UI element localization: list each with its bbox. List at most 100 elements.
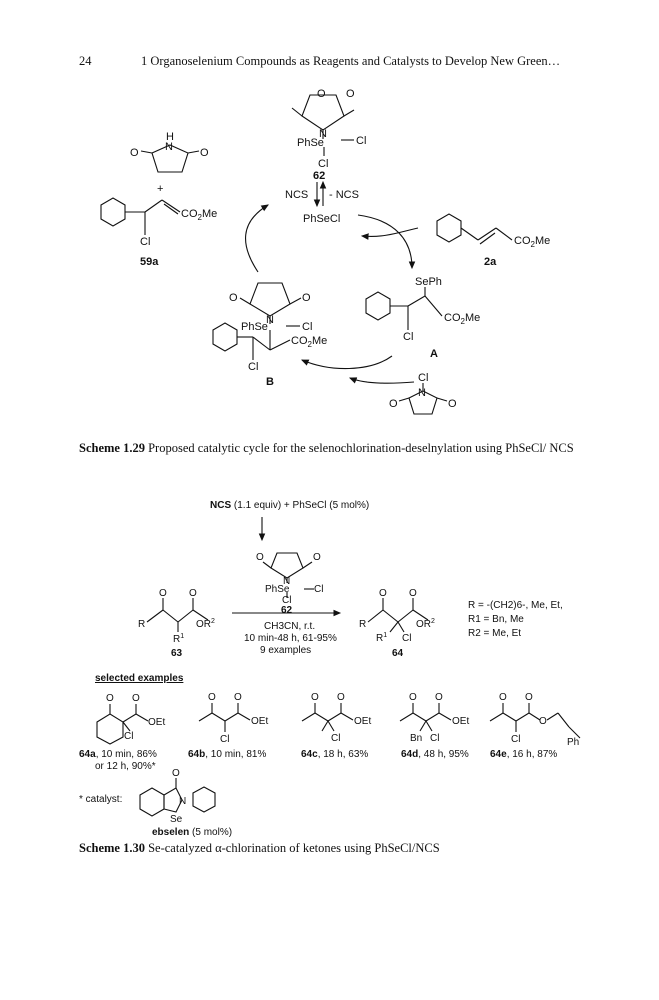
label-cl: Cl <box>430 733 439 744</box>
compound-62 <box>291 94 355 156</box>
atom-n: N <box>165 141 173 153</box>
atom-se: Se <box>170 814 183 825</box>
atom-o: O <box>499 692 507 703</box>
selected-examples-heading: selected examples <box>95 673 184 684</box>
atom-o: O <box>313 552 321 563</box>
intermediate-A <box>365 287 443 330</box>
label-cl: Cl <box>403 331 413 343</box>
label-OR2: OR2 <box>416 618 435 630</box>
label-phse: PhSe <box>241 321 268 333</box>
atom-o: O <box>234 692 242 703</box>
label-plus: + <box>157 183 163 195</box>
scheme-1-30-caption: Scheme 1.30 Se-catalyzed α-chlorination … <box>79 840 584 856</box>
compound-2a <box>436 213 513 245</box>
scheme-1-29-labels: O O N PhSe Cl Cl 62 NCS - NCS PhSeCl H N… <box>130 88 550 410</box>
example-64a-extra: or 12 h, 90%* <box>95 761 156 772</box>
atom-o: O <box>525 692 533 703</box>
atom-n: N <box>319 128 327 140</box>
label-phsecl: PhSeCl <box>303 213 340 225</box>
caption-label: Scheme 1.29 <box>79 441 145 455</box>
label-cl: Cl <box>282 595 291 606</box>
label-cl: Cl <box>302 321 312 333</box>
r-def-1: R = -(CH2)6-, Me, Et, <box>468 600 563 611</box>
label-ncs-left: NCS <box>285 189 308 201</box>
label-co2me: CO2Me <box>291 335 327 349</box>
atom-n: N <box>283 576 290 587</box>
example-64e: 64e, 16 h, 87% <box>490 749 557 760</box>
caption-text: Proposed catalytic cycle for the selenoc… <box>148 441 574 455</box>
label-OR2: OR2 <box>196 618 215 630</box>
label-cl: Cl <box>402 633 411 644</box>
label-ph: Ph <box>567 737 579 748</box>
atom-o: O <box>130 147 139 159</box>
label-co2me: CO2Me <box>514 235 550 249</box>
label-cl: Cl <box>331 733 340 744</box>
caption-text: Se-catalyzed α-chlorination of ketones u… <box>148 841 440 855</box>
atom-o: O <box>106 693 114 704</box>
label-phse: PhSe <box>297 137 324 149</box>
intermediate-B <box>212 282 302 360</box>
label-2a: 2a <box>484 256 497 268</box>
scheme-1-30 <box>96 517 581 817</box>
example-64d: 64d, 48 h, 95% <box>401 749 469 760</box>
atom-o: O <box>311 692 319 703</box>
label-bn: Bn <box>410 733 422 744</box>
atom-o: O <box>256 552 264 563</box>
page-number: 24 <box>79 54 92 68</box>
label-R1: R1 <box>376 632 387 644</box>
label-cl: Cl <box>356 135 366 147</box>
atom-o: O <box>132 693 140 704</box>
condition-3: 9 examples <box>260 645 311 656</box>
condition-1: CH3CN, r.t. <box>264 621 315 632</box>
r-def-3: R2 = Me, Et <box>468 628 521 639</box>
label-R: R <box>359 619 366 630</box>
atom-o: O <box>448 398 457 410</box>
scheme-1-30-labels: NCS (1.1 equiv) + PhSeCl (5 mol%) O O N … <box>79 500 579 838</box>
atom-n: N <box>266 314 274 326</box>
atom-o: O <box>189 588 197 599</box>
label-seph: SePh <box>415 276 442 288</box>
label-62: 62 <box>313 170 325 182</box>
reagents-top: NCS (1.1 equiv) + PhSeCl (5 mol%) <box>210 500 369 511</box>
label-ncs-right: - NCS <box>329 189 359 201</box>
example-64c: 64c, 18 h, 63% <box>301 749 368 760</box>
atom-o: O <box>208 692 216 703</box>
label-oet: OEt <box>148 717 165 728</box>
atom-o: O <box>229 292 238 304</box>
label-R1: R1 <box>173 633 184 645</box>
label-oet: OEt <box>251 716 268 727</box>
label-63: 63 <box>171 648 183 659</box>
scheme-1-29 <box>100 94 513 415</box>
atom-o: O <box>435 692 443 703</box>
atom-o: O <box>337 692 345 703</box>
label-oet: OEt <box>452 716 469 727</box>
atom-o: O <box>317 88 326 100</box>
succinimide <box>140 144 200 173</box>
atom-o: O <box>389 398 398 410</box>
label-cl: Cl <box>124 731 133 742</box>
label-cl: Cl <box>248 361 258 373</box>
example-64b: 64b, 10 min, 81% <box>188 749 266 760</box>
ncs-compound <box>398 383 448 415</box>
label-R: R <box>138 619 145 630</box>
label-59a: 59a <box>140 256 159 268</box>
label-cl: Cl <box>220 734 229 745</box>
atom-o: O <box>409 692 417 703</box>
label-cl: Cl <box>318 158 328 170</box>
atom-o: O <box>159 588 167 599</box>
scheme-1-29-caption: Scheme 1.29 Proposed catalytic cycle for… <box>79 440 584 456</box>
label-phse: PhSe <box>265 584 290 595</box>
ebselen-label: ebselen (5 mol%) <box>152 827 232 838</box>
label-cl: Cl <box>140 236 150 248</box>
r-def-2: R1 = Bn, Me <box>468 614 524 625</box>
atom-o: O <box>172 768 180 779</box>
atom-n: N <box>179 796 186 807</box>
label-62: 62 <box>281 605 293 616</box>
label-oet: OEt <box>354 716 371 727</box>
atom-o: O <box>379 588 387 599</box>
atom-o: O <box>200 147 209 159</box>
atom-o: O <box>409 588 417 599</box>
label-64: 64 <box>392 648 404 659</box>
label-cl: Cl <box>511 734 520 745</box>
